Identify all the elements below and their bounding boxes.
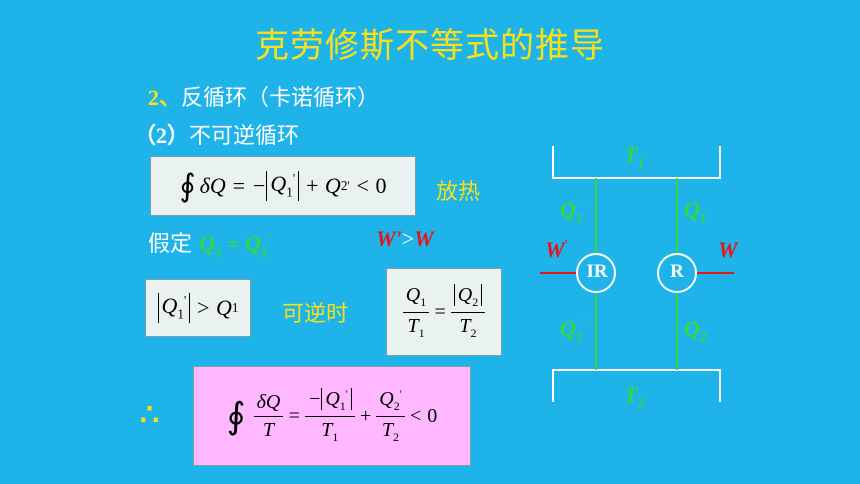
assumption-line: 假定 Q2 = Q2' [148,231,271,260]
ir-engine-circle [576,253,616,293]
heat-release-label: 放热 [436,180,481,205]
q1-left-label: Q1' [560,197,586,226]
r-engine-label: R [670,261,684,282]
subsection-heading: （2）不可逆循环 [134,118,299,150]
assume-label: 假定 [148,232,193,257]
r-engine-circle [657,253,697,293]
cold-reservoir-label: T2 [624,382,645,411]
work-left-label: W' [545,237,568,262]
section-text: 反循环（卡诺循环） [181,86,380,111]
section-number: 2、 [148,85,182,110]
hot-reservoir-frame [552,146,721,179]
heat-engine-diagram [540,146,734,402]
subsection-number: （2） [134,123,190,148]
cold-reservoir-frame [552,369,721,402]
q1-right-label: Q1 [684,197,707,226]
hot-reservoir-label: T1 [624,142,645,171]
subsection-text: 不可逆循环 [189,124,300,149]
ir-engine-label: IR [586,261,608,282]
reversible-label: 可逆时 [282,302,349,327]
q2-left-label: Q2' [560,316,586,345]
slide-title: 克劳修斯不等式的推导 [255,26,605,66]
work-comparison: W'>W [376,226,434,251]
section-heading: 2、反循环（卡诺循环） [148,80,379,112]
work-right-label: W [718,237,738,262]
q2-right-label: Q2 [684,316,707,345]
therefore-symbol: ∴ [140,398,160,433]
